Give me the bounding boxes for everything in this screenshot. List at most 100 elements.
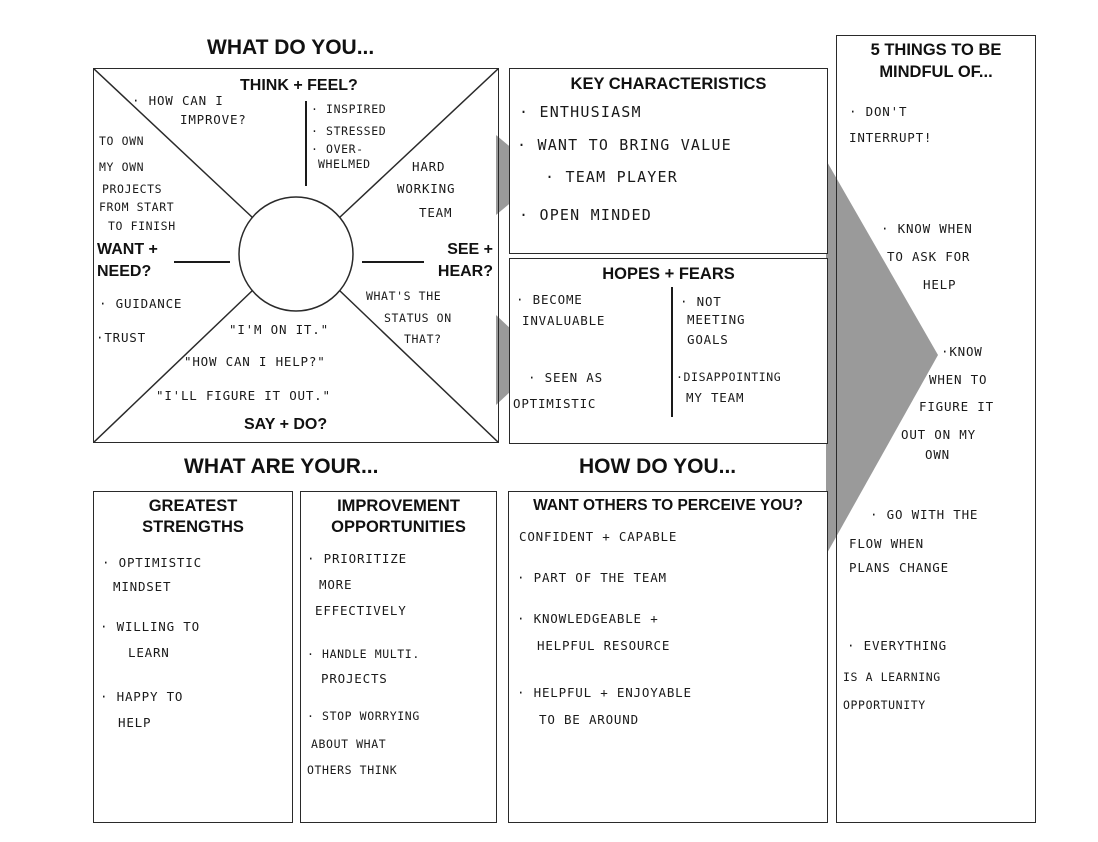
mindful-item-2-line: · KNOW WHEN: [881, 221, 973, 236]
strengths-title-2: STRENGTHS: [142, 518, 244, 536]
say-do-label: SAY + DO?: [244, 416, 328, 433]
want-need-upper-line-4: FROM START: [99, 200, 175, 214]
improvement-title-1: IMPROVEMENT: [337, 497, 460, 515]
want-need-lower-line-2: ·TRUST: [96, 330, 146, 345]
strengths-line: · WILLING TO: [100, 619, 200, 634]
hopes-line: INVALUABLE: [522, 313, 606, 328]
say-do-quote-3: "I'll FIGURE IT OUT.": [156, 388, 331, 403]
mindful-item-4-line: FLOW WHEN: [849, 536, 924, 551]
say-do-quote-1: "I'M ON IT.": [229, 322, 329, 337]
hopes-fears-title: HOPES + FEARS: [602, 265, 735, 283]
mindful-title-1: 5 THINGS TO BE: [870, 41, 1002, 59]
perceive-title: WANT OTHERS TO PERCEIVE YOU?: [533, 497, 803, 514]
see-hear-upper-line-2: WORKING: [397, 181, 456, 196]
improvement-line: OTHERS THINK: [307, 763, 398, 777]
hopes-line: · BECOME: [516, 292, 583, 307]
want-need-upper-line-2: MY OWN: [99, 160, 145, 174]
fears-line: MY TEAM: [686, 390, 745, 405]
perceive-line: · HELPFUL + ENJOYABLE: [517, 685, 692, 700]
think-feel-right-line-2: · STRESSED: [311, 124, 387, 138]
improvement-line: · HANDLE MULTI.: [307, 647, 420, 661]
fears-line: · NOT: [680, 294, 722, 309]
arrow-shape-large: [826, 160, 946, 560]
improvement-title-2: OPPORTUNITIES: [331, 518, 466, 536]
want-need-label-2: NEED?: [97, 263, 152, 280]
think-feel-divider: [305, 101, 307, 186]
see-hear-upper-line-3: TEAM: [419, 205, 453, 220]
perceive-line: · KNOWLEDGEABLE +: [517, 611, 659, 626]
fears-line: ·DISAPPOINTING: [676, 370, 782, 384]
key-characteristics-item: · ENTHUSIASM: [519, 103, 642, 121]
hopes-fears-divider: [671, 287, 673, 417]
strengths-line: · HAPPY TO: [100, 689, 184, 704]
see-hear-label-2: HEAR?: [437, 263, 493, 280]
heading-what-do-you: WHAT DO YOU...: [207, 36, 375, 59]
mindful-item-3-line: FIGURE IT: [919, 399, 994, 414]
mindful-item-4-line: · GO WITH THE: [870, 507, 979, 522]
see-hear-lower-line-3: THAT?: [404, 332, 442, 346]
mindful-item-3-line: OUT ON MY: [901, 427, 976, 442]
mindful-item-1-line: · DON'T: [849, 104, 908, 119]
heading-what-are-your: WHAT ARE YOUR...: [184, 455, 379, 478]
want-need-upper-line-5: TO FINISH: [108, 219, 176, 233]
improvement-line: · PRIORITIZE: [307, 551, 407, 566]
say-do-quote-2: "HOW CAN I HELP?": [184, 354, 326, 369]
want-need-lower-line-1: · GUIDANCE: [99, 296, 183, 311]
fears-line: MEETING: [687, 312, 746, 327]
perceive-line: HELPFUL RESOURCE: [537, 638, 671, 653]
key-characteristics-item: · OPEN MINDED: [519, 206, 652, 224]
key-characteristics-title: KEY CHARACTERISTICS: [570, 75, 767, 93]
mindful-item-3-line: ·KNOW: [941, 344, 983, 359]
perceive-line: TO BE AROUND: [539, 712, 639, 727]
strengths-line: MINDSET: [113, 579, 172, 594]
hopes-line: OPTIMISTIC: [513, 396, 597, 411]
mindful-item-5-line: · EVERYTHING: [847, 638, 947, 653]
empathy-map: THINK + FEEL? · HOW CAN I IMPROVE? · INS…: [92, 67, 499, 443]
strengths-title-1: GREATEST: [148, 497, 238, 515]
want-need-label-1: WANT +: [97, 241, 158, 258]
mindful-item-1-line: INTERRUPT!: [849, 130, 933, 145]
mindful-item-2-line: TO ASK FOR: [887, 249, 971, 264]
empathy-map-diagonals: [92, 67, 499, 443]
improvement-line: · STOP WORRYING: [307, 709, 420, 723]
strengths-line: LEARN: [128, 645, 170, 660]
want-need-dash: [174, 261, 230, 263]
improvement-box: IMPROVEMENT OPPORTUNITIES · PRIORITIZE M…: [300, 491, 497, 823]
mindful-item-2-line: HELP: [923, 277, 957, 292]
mindful-item-5-line: IS A LEARNING: [843, 670, 941, 684]
mindful-box: 5 THINGS TO BE MINDFUL OF... · DON'T INT…: [836, 35, 1036, 823]
improvement-line: PROJECTS: [321, 671, 388, 686]
see-hear-lower-line-1: WHAT'S THE: [366, 289, 442, 303]
think-feel-right-line-4: WHELMED: [318, 157, 371, 171]
improvement-line: MORE: [319, 577, 353, 592]
think-feel-label: THINK + FEEL?: [240, 77, 358, 94]
mindful-item-4-line: PLANS CHANGE: [849, 560, 949, 575]
see-hear-label-1: SEE +: [447, 241, 493, 258]
think-feel-right-line-3: · OVER-: [311, 142, 364, 156]
hopes-fears-box: HOPES + FEARS · BECOME INVALUABLE · SEEN…: [509, 258, 828, 444]
think-feel-left-line-2: IMPROVE?: [180, 112, 247, 127]
mindful-item-5-line: OPPORTUNITY: [843, 698, 926, 712]
heading-how-do-you: HOW DO YOU...: [579, 455, 737, 478]
improvement-line: EFFECTIVELY: [315, 603, 407, 618]
key-characteristics-box: KEY CHARACTERISTICS · ENTHUSIASM · WANT …: [509, 68, 828, 254]
see-hear-lower-line-2: STATUS ON: [384, 311, 452, 325]
perceive-box: WANT OTHERS TO PERCEIVE YOU? CONFIDENT +…: [508, 491, 828, 823]
mindful-item-3-line: WHEN TO: [929, 372, 988, 387]
mindful-item-3-line: OWN: [925, 447, 950, 462]
strengths-box: GREATEST STRENGTHS · OPTIMISTIC MINDSET …: [93, 491, 293, 823]
fears-line: GOALS: [687, 332, 729, 347]
want-need-upper-line-1: TO OWN: [99, 134, 145, 148]
hopes-line: · SEEN AS: [528, 370, 603, 385]
want-need-upper-line-3: PROJECTS: [102, 182, 163, 196]
perceive-line: · PART OF THE TEAM: [517, 570, 667, 585]
strengths-line: HELP: [118, 715, 152, 730]
improvement-line: ABOUT WHAT: [311, 737, 387, 751]
think-feel-right-line-1: · INSPIRED: [311, 102, 387, 116]
see-hear-upper-line-1: HARD: [412, 159, 446, 174]
see-hear-dash: [362, 261, 424, 263]
think-feel-left-line-1: · HOW CAN I: [132, 93, 224, 108]
key-characteristics-item: · TEAM PLAYER: [545, 168, 678, 186]
mindful-title-2: MINDFUL OF...: [879, 63, 993, 81]
perceive-line: CONFIDENT + CAPABLE: [519, 529, 678, 544]
